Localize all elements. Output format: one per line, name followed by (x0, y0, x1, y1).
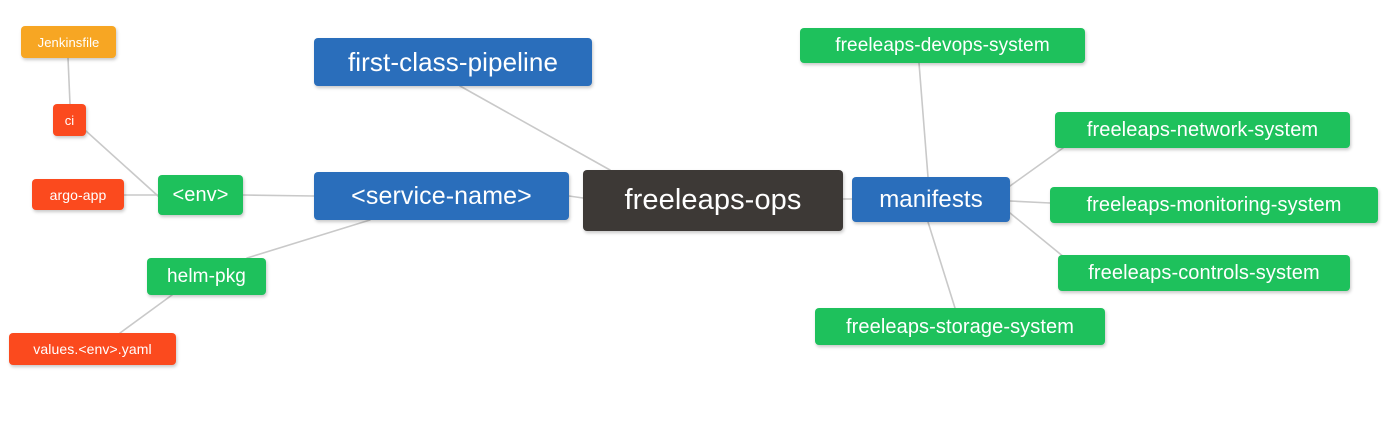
mindmap-node-argo-app[interactable]: argo-app (32, 179, 124, 210)
edge-freeleaps-monitoring-system-to-manifests (1009, 200, 1051, 204)
mindmap-node-manifests[interactable]: manifests (852, 177, 1010, 222)
mindmap-node-freeleaps-devops-system[interactable]: freeleaps-devops-system (800, 28, 1085, 63)
mindmap-node-helm-pkg[interactable]: helm-pkg (147, 258, 266, 295)
edge-values-yaml-to-helm-pkg (119, 294, 173, 334)
mindmap-node-freeleaps-storage-system[interactable]: freeleaps-storage-system (815, 308, 1105, 345)
mindmap-node-first-class-pipeline[interactable]: first-class-pipeline (314, 38, 592, 86)
mindmap-node-freeleaps-controls-system[interactable]: freeleaps-controls-system (1058, 255, 1350, 291)
mindmap-node-values-yaml[interactable]: values.<env>.yaml (9, 333, 176, 365)
edge-service-name-to-freeleaps-ops (568, 195, 584, 199)
mindmap-node-env[interactable]: <env> (158, 175, 243, 215)
edge-env-to-service-name (242, 194, 315, 197)
edge-freeleaps-network-system-to-manifests (1009, 147, 1064, 187)
edge-helm-pkg-to-service-name (246, 219, 371, 259)
edge-jenkinsfile-to-ci (67, 57, 71, 105)
edge-freeleaps-storage-system-to-manifests (927, 221, 956, 309)
mindmap-node-service-name[interactable]: <service-name> (314, 172, 569, 220)
edge-freeleaps-devops-system-to-manifests (918, 62, 929, 178)
edge-first-class-pipeline-to-freeleaps-ops (459, 85, 611, 171)
mindmap-node-freeleaps-monitoring-system[interactable]: freeleaps-monitoring-system (1050, 187, 1378, 223)
mindmap-node-freeleaps-network-system[interactable]: freeleaps-network-system (1055, 112, 1350, 148)
mindmap-node-jenkinsfile[interactable]: Jenkinsfile (21, 26, 116, 58)
mindmap-node-ci[interactable]: ci (53, 104, 86, 136)
mindmap-node-freeleaps-ops[interactable]: freeleaps-ops (583, 170, 843, 231)
